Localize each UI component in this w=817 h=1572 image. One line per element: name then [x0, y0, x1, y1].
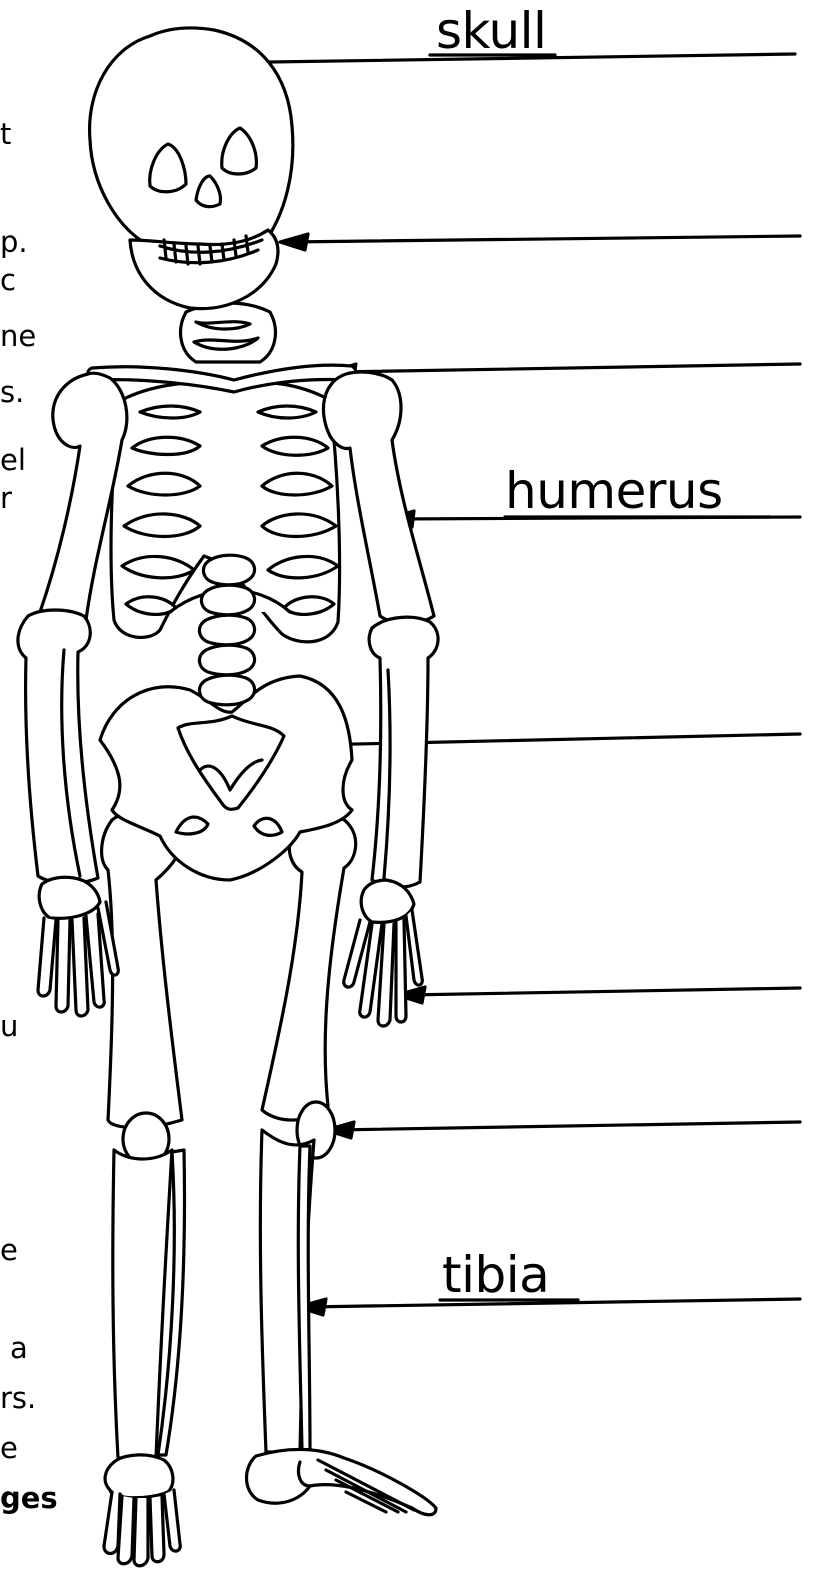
arrow-patella [326, 1122, 800, 1138]
forearm-left [369, 617, 438, 887]
margin-text-7: r [0, 484, 12, 513]
neck-vertebrae [181, 303, 276, 362]
tibia-label: tibia [442, 1250, 549, 1300]
clavicle [88, 365, 356, 392]
margin-text-9: e [0, 1236, 18, 1265]
right-arm [18, 373, 127, 1016]
skull-label: skull [436, 6, 546, 56]
forearm-right [18, 610, 98, 883]
hand-right [38, 877, 118, 1016]
fibula-left [298, 1146, 310, 1450]
margin-text-12: e [0, 1434, 18, 1463]
margin-text-6: el [0, 446, 26, 475]
arrow-jaw [280, 234, 800, 250]
hand-left [344, 880, 423, 1026]
margin-text-5: s. [0, 378, 24, 407]
margin-text-11: rs. [0, 1384, 36, 1413]
margin-text-10: a [10, 1334, 28, 1363]
humerus-label: humerus [505, 466, 723, 516]
margin-text-1: t [0, 120, 11, 149]
foot-left [247, 1449, 437, 1514]
skull [90, 28, 293, 309]
spine [199, 555, 254, 705]
arrow-hand [397, 987, 800, 1003]
margin-text-13: ges [0, 1484, 58, 1513]
margin-text-2: p. [0, 228, 28, 257]
right-leg [102, 814, 185, 1566]
left-arm [323, 372, 438, 1026]
margin-text-4: ne [0, 322, 36, 351]
arrow-clavicle [328, 364, 800, 380]
shoulder-girdle [88, 303, 356, 392]
cranium [90, 28, 293, 246]
margin-text-8: u [0, 1012, 18, 1041]
foot-right [104, 1455, 180, 1566]
arrow-pelvis [304, 734, 800, 753]
femur-left [262, 815, 356, 1120]
margin-text-3: c [0, 266, 16, 295]
